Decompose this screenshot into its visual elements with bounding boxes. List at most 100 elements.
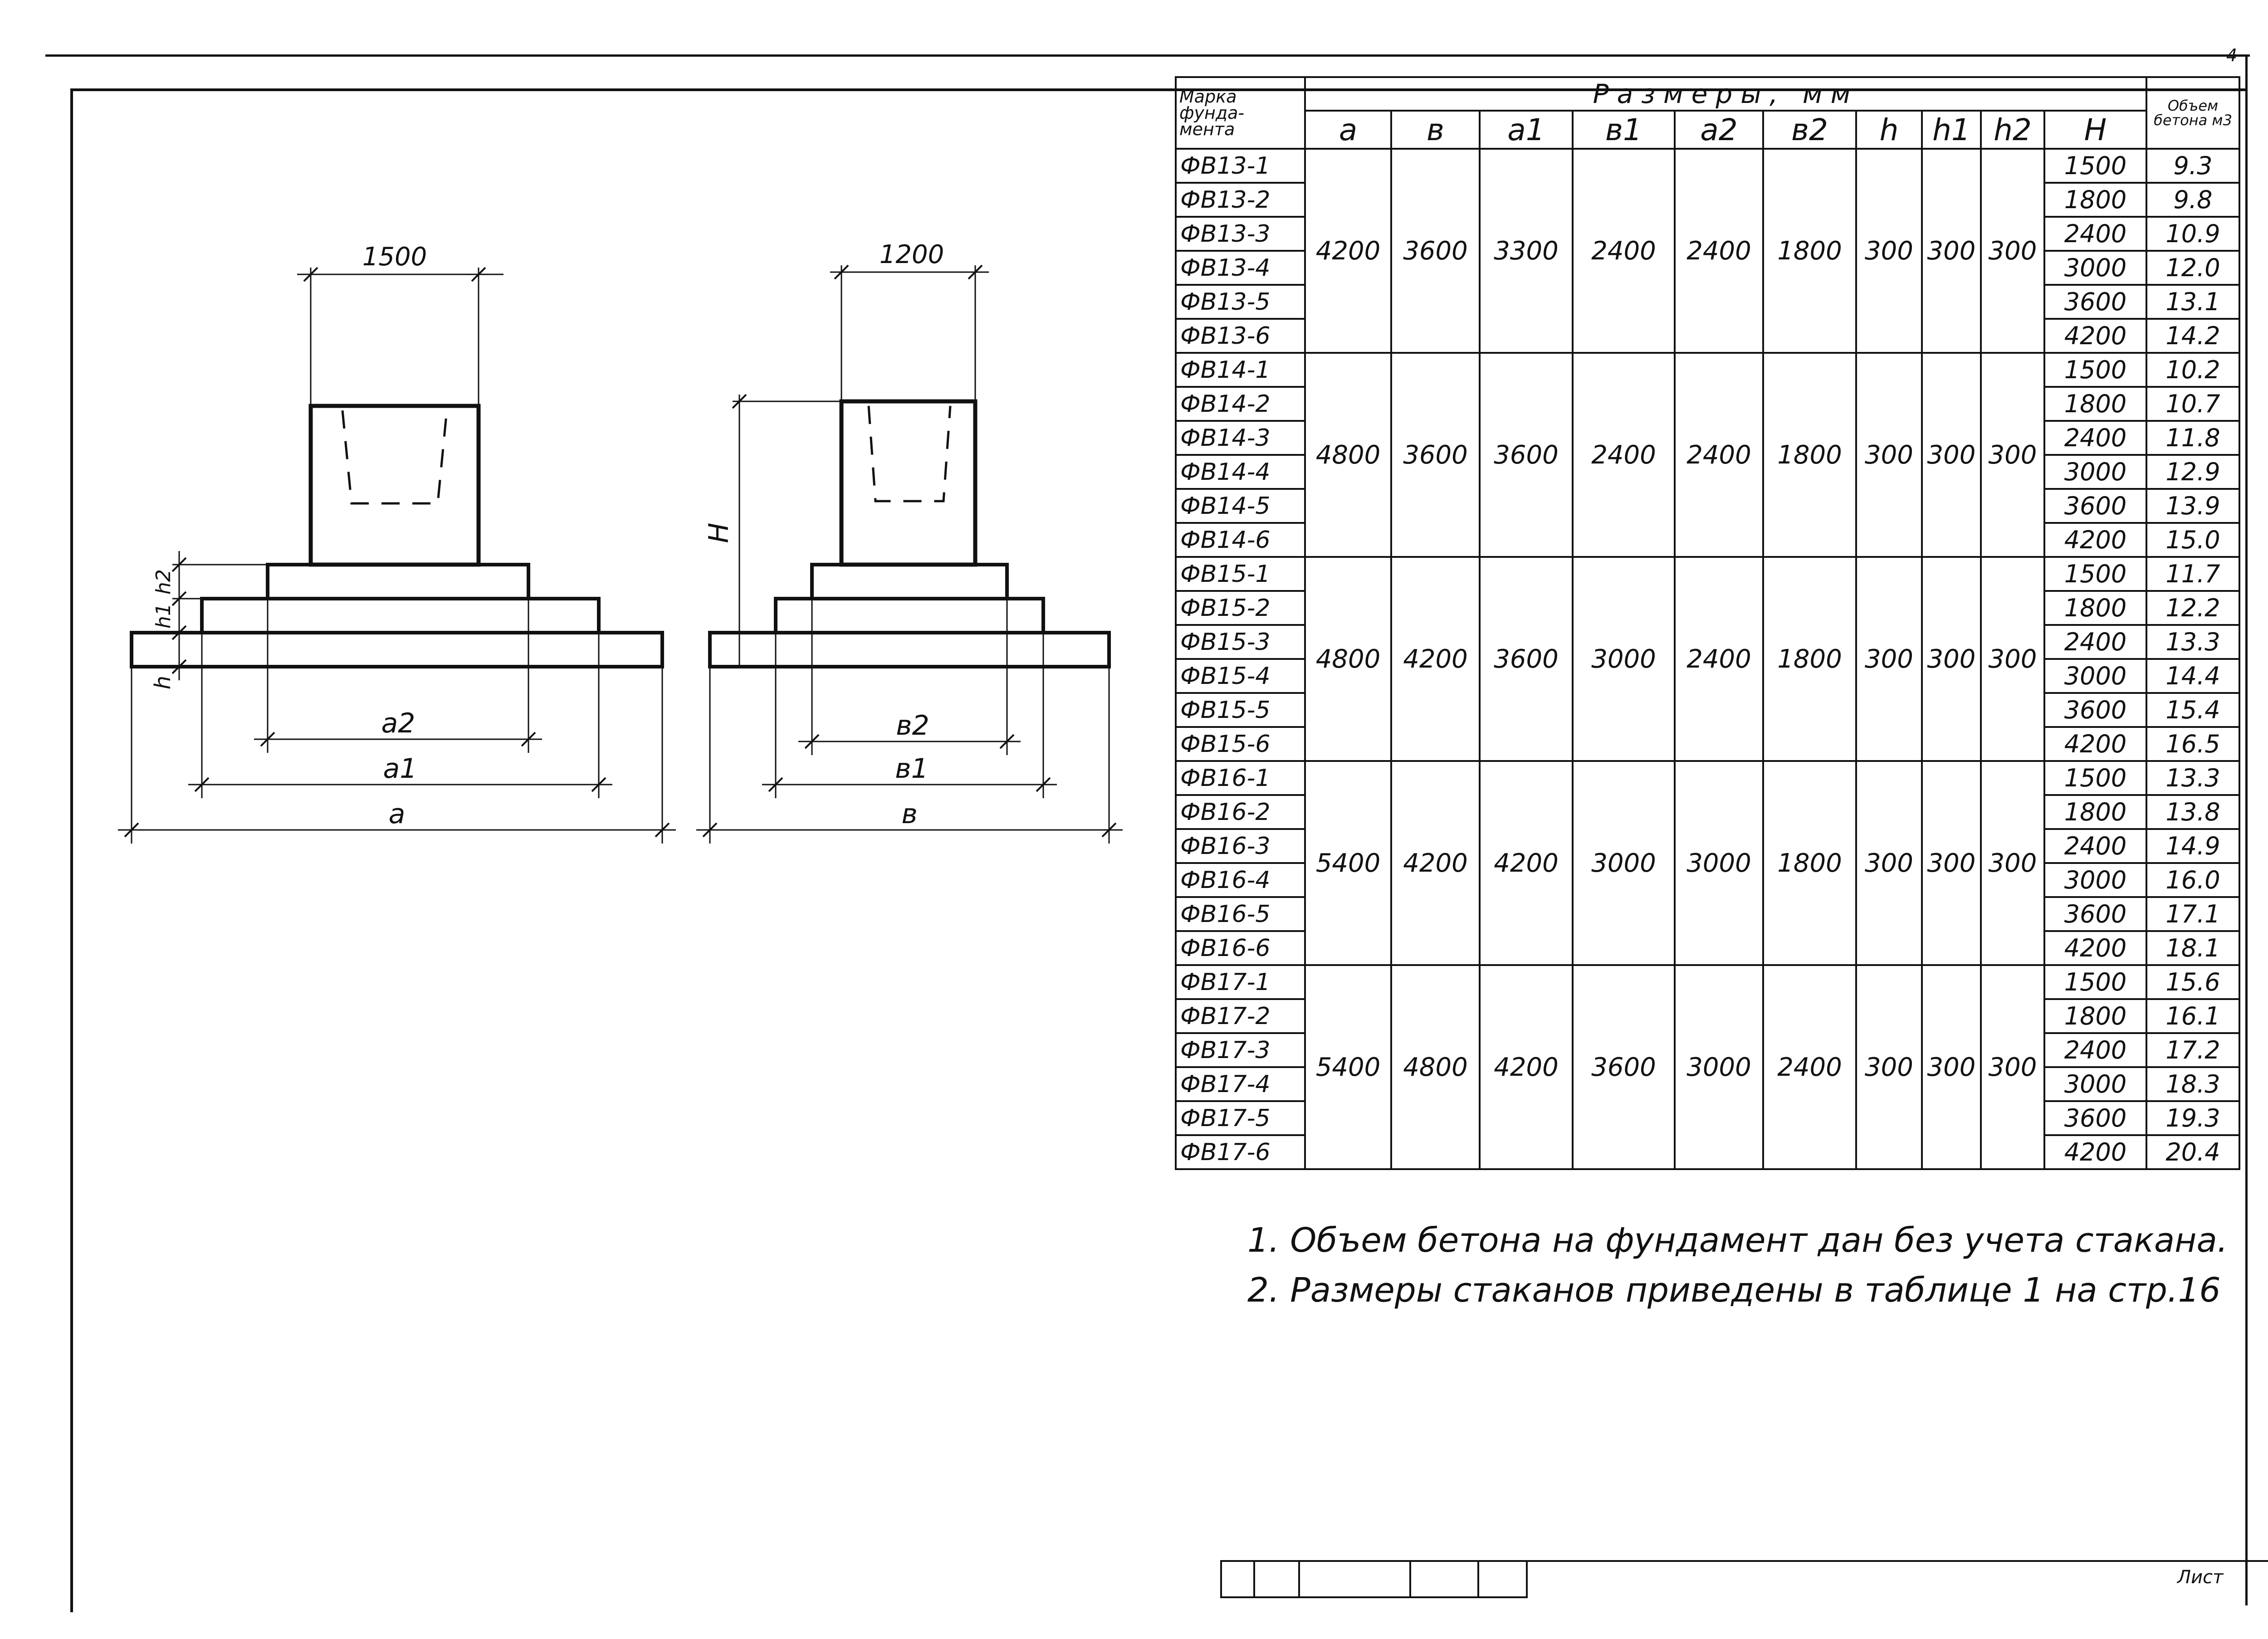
cell-mark: ФВ16-6 [1175,930,1306,966]
cell-dimension: 3600 [1479,556,1574,762]
cell-height: 2400 [2043,216,2147,252]
right-b-label: в [901,798,917,830]
cell-volume: 17.2 [2146,1032,2240,1068]
left-column [308,404,481,567]
cell-volume: 12.9 [2146,454,2240,490]
left-a2-label: a2 [381,707,415,739]
cell-volume: 13.9 [2146,488,2240,524]
cell-mark: ФВ16-5 [1175,896,1306,932]
cell-dimension: 3000 [1674,760,1764,966]
frame-left-line [70,88,73,1612]
table-header-row-1: Марка фунда- мента Размеры, мм Объем бет… [1175,76,2240,150]
cell-height: 3000 [2043,862,2147,898]
cell-dimension: 300 [1921,964,1982,1170]
cell-dimension: 300 [1921,352,1982,558]
cell-height: 3600 [2043,1100,2147,1136]
cell-dimension: 3000 [1572,556,1676,762]
table-header-row-2: a в a1 в1 a2 в2 h h1 h2 H [1176,110,2239,150]
cell-dimension: 300 [1921,760,1982,966]
cell-dimension: 4800 [1390,964,1481,1170]
cell-mark: ФВ15-5 [1175,692,1306,728]
cell-height: 2400 [2043,420,2147,456]
cell-height: 3000 [2043,454,2147,490]
cell-dimension: 300 [1855,556,1923,762]
cell-height: 2400 [2043,1032,2147,1068]
header-col-h2: h2 [1980,110,2045,150]
left-step-middle [200,597,601,634]
cell-volume: 11.8 [2146,420,2240,456]
cell-volume: 13.3 [2146,760,2240,796]
cell-mark: ФВ15-6 [1175,726,1306,762]
header-col-H: H [2043,110,2147,150]
cell-dimension: 2400 [1572,148,1676,354]
cell-dimension: 4800 [1304,556,1392,762]
frame-right-line [2245,54,2248,1605]
foundation-drawings: 1500 a2 a1 a h2 h1 h [118,240,1123,844]
cell-dimension: 1800 [1762,148,1857,354]
cell-height: 1800 [2043,182,2147,218]
cell-mark: ФВ14-2 [1175,386,1306,422]
frame-top-line [45,54,2250,57]
cell-height: 1800 [2043,998,2147,1034]
cell-volume: 13.8 [2146,794,2240,830]
cell-height: 4200 [2043,522,2147,558]
cell-dimension: 1800 [1762,556,1857,762]
cell-dimension: 300 [1980,760,2045,966]
cell-volume: 16.0 [2146,862,2240,898]
cell-dimension: 300 [1921,148,1982,354]
cell-dimension: 4200 [1390,760,1481,966]
cell-dimension: 300 [1980,964,2045,1170]
header-volume: Объем бетона м3 [2146,76,2240,150]
cell-mark: ФВ17-5 [1175,1100,1306,1136]
cell-dimension: 300 [1855,352,1923,558]
sheet-label: Лист [2177,1567,2224,1588]
header-col-b2: в2 [1762,110,1857,150]
cell-volume: 16.5 [2146,726,2240,762]
cell-dimension: 3600 [1479,352,1574,558]
cell-volume: 9.8 [2146,182,2240,218]
cell-volume: 18.1 [2146,930,2240,966]
right-elevation [696,264,1123,844]
cell-dimension: 2400 [1674,556,1764,762]
cell-dimension: 2400 [1674,352,1764,558]
header-col-h: h [1855,110,1923,150]
cell-volume: 20.4 [2146,1134,2240,1170]
cell-dimension: 2400 [1674,148,1764,354]
left-socket-dashed [341,410,448,505]
cell-height: 3600 [2043,284,2147,320]
cell-height: 3600 [2043,692,2147,728]
left-h1-label: h1 [152,603,175,629]
cell-dimension: 300 [1980,556,2045,762]
header-col-h1: h1 [1921,110,1982,150]
cell-dimension: 300 [1855,148,1923,354]
cell-mark: ФВ15-3 [1175,624,1306,660]
cell-mark: ФВ17-6 [1175,1134,1306,1170]
right-H-label: H [703,522,735,543]
cell-mark: ФВ13-5 [1175,284,1306,320]
header-col-b: в [1390,110,1481,150]
cell-dimension: 300 [1855,964,1923,1170]
cell-height: 3000 [2043,250,2147,286]
right-elevation-labels: 1200 в2 в1 в H [703,240,944,830]
cell-dimension: 3600 [1390,148,1481,354]
cell-height: 1800 [2043,386,2147,422]
cell-mark: ФВ13-1 [1175,148,1306,184]
cell-dimension: 5400 [1304,964,1392,1170]
right-step-bottom [708,631,1111,668]
cell-mark: ФВ15-4 [1175,658,1306,694]
cell-height: 1800 [2043,590,2147,626]
